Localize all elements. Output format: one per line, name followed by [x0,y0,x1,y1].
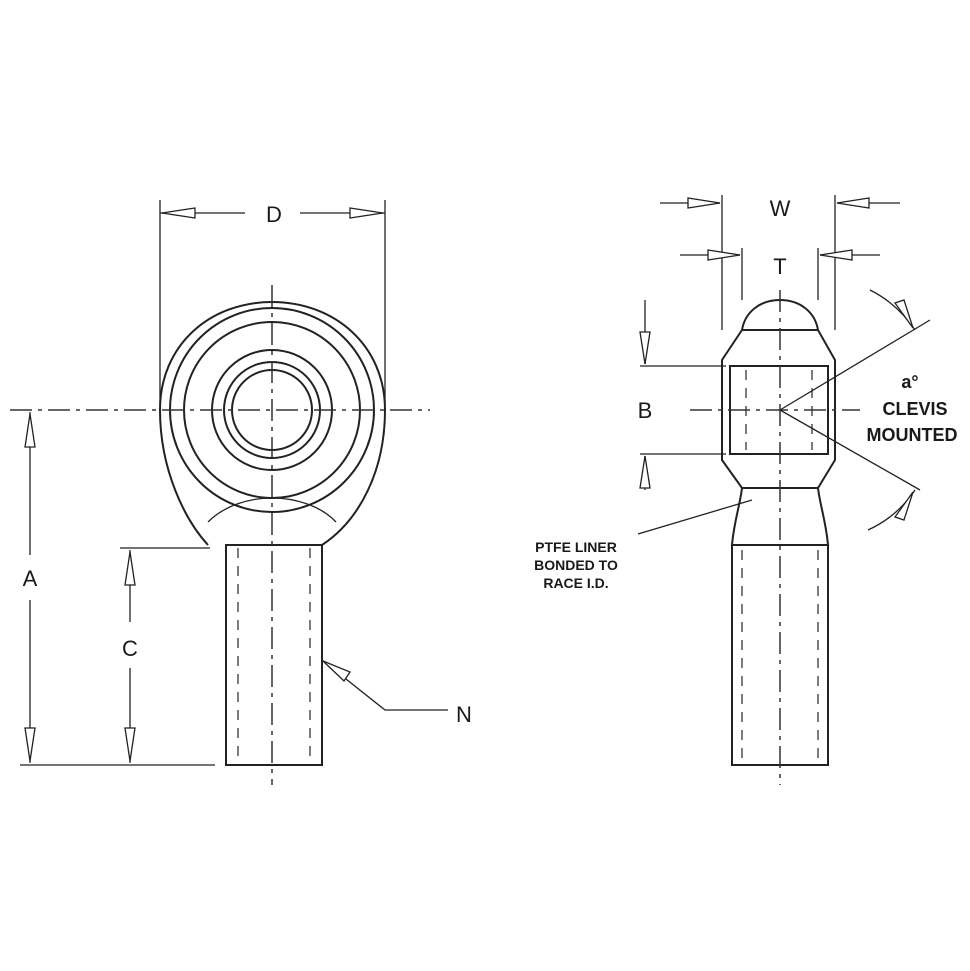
label-ptfe-1: PTFE LINER [535,539,617,555]
label-t: T [773,254,786,279]
dimension-a: A [20,412,215,766]
dimension-b: B [638,300,726,490]
label-n: N [456,702,472,727]
leader-ptfe: PTFE LINER BONDED TO RACE I.D. [534,499,753,591]
misalignment-angle: a° CLEVIS MOUNTED [779,289,958,531]
label-clevis-1: CLEVIS [882,399,947,419]
label-a: A [23,566,38,591]
leader-n: N [321,659,472,727]
side-view: W T B a° [534,195,958,785]
threaded-shank [225,544,323,766]
label-angle: a° [901,372,918,392]
label-d: D [266,202,282,227]
neck-fillet [207,497,337,523]
label-ptfe-2: BONDED TO [534,557,618,573]
label-b: B [638,398,653,423]
label-w: W [770,196,791,221]
dimension-w: W [660,195,900,330]
dimension-c: C [120,547,210,763]
front-view: D A C N [10,200,472,785]
dimension-t: T [680,248,880,300]
label-clevis-2: MOUNTED [867,425,958,445]
label-ptfe-3: RACE I.D. [543,575,608,591]
dimension-d: D [159,200,386,405]
label-c: C [122,636,138,661]
